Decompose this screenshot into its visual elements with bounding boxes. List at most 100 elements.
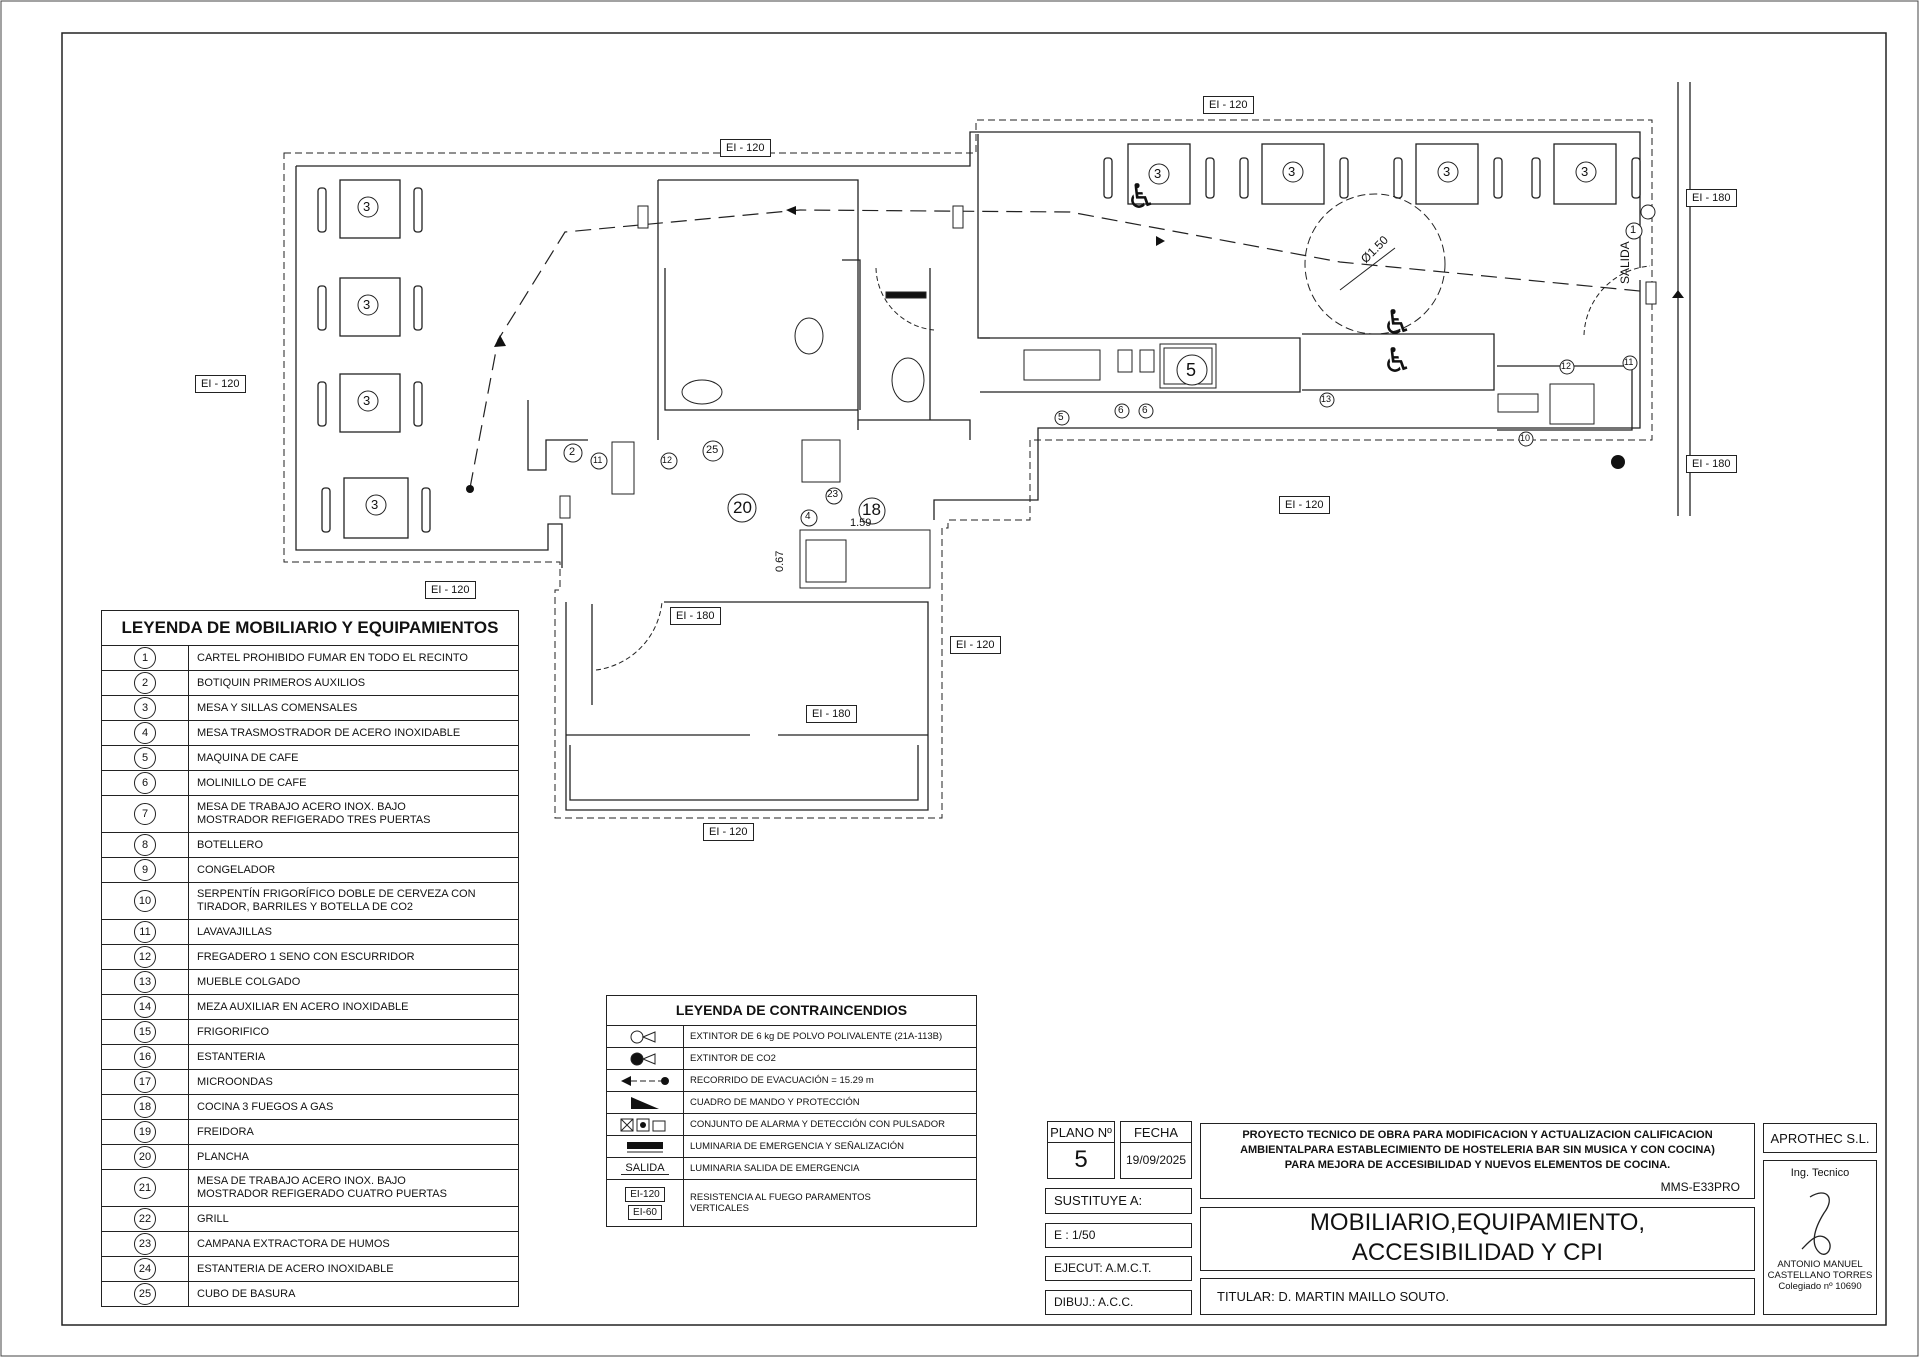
legend-number: 15 bbox=[134, 1021, 156, 1043]
exit-arrow bbox=[1672, 290, 1684, 298]
evacuation-arrow bbox=[786, 206, 796, 215]
project-line: PARA MEJORA DE ACCESIBILIDAD Y NUEVOS EL… bbox=[1284, 1159, 1671, 1171]
legend-text: BOTIQUIN PRIMEROS AUXILIOS bbox=[197, 676, 366, 689]
drawing-title: ACCESIBILIDAD Y CPI bbox=[1351, 1239, 1604, 1266]
legend-number: 24 bbox=[134, 1258, 156, 1280]
fire-legend-text: EXTINTOR DE CO2 bbox=[690, 1053, 776, 1064]
evacuation-arrow bbox=[494, 335, 506, 347]
legend-number: 25 bbox=[134, 1283, 156, 1305]
wall-storage bbox=[566, 604, 928, 736]
counter-depth-label: 0.67 bbox=[774, 550, 786, 572]
door-swing bbox=[875, 267, 935, 331]
executed-label: EJECUT: A.M.C.T. bbox=[1054, 1261, 1152, 1275]
marker-11: 11 bbox=[1624, 357, 1634, 367]
company-name: APROTHEC S.L. bbox=[1770, 1130, 1870, 1146]
furniture-legend-title: LEYENDA DE MOBILIARIO Y EQUIPAMIENTOS bbox=[102, 611, 518, 646]
legend-text: CARTEL PROHIBIDO FUMAR EN TODO EL RECINT… bbox=[197, 651, 468, 664]
legend-number: 20 bbox=[134, 1146, 156, 1168]
control-panel-icon bbox=[607, 1092, 684, 1113]
emergency-luminaire bbox=[559, 205, 1657, 519]
marker-12: 12 bbox=[662, 455, 673, 465]
marker-3: 3 bbox=[371, 497, 379, 512]
marker-11: 11 bbox=[593, 455, 603, 465]
marker-3: 3 bbox=[363, 199, 371, 214]
fire-resistance-tag: EI-120 bbox=[625, 1186, 665, 1202]
marker-5: 5 bbox=[1186, 360, 1197, 380]
fire-resistance-tag: EI-60 bbox=[628, 1204, 662, 1220]
fire-rating-tag: EI - 180 bbox=[806, 705, 857, 723]
legend-text: CONGELADOR bbox=[197, 863, 276, 876]
drawn-label: DIBUJ.: A.C.C. bbox=[1054, 1295, 1134, 1309]
legend-text: CUBO DE BASURA bbox=[197, 1287, 296, 1300]
accessibility-icon: ♿ ♿ ♿ bbox=[1126, 177, 1412, 381]
legend-text: GRILL bbox=[197, 1212, 229, 1225]
fire-rating-tag: EI - 120 bbox=[425, 581, 476, 599]
fire-rating-tag: EI - 120 bbox=[950, 636, 1001, 654]
fire-rating-tag: EI - 120 bbox=[195, 375, 246, 393]
legend-text: ESTANTERIA DE ACERO INOXIDABLE bbox=[197, 1262, 394, 1275]
legend-number: 22 bbox=[134, 1208, 156, 1230]
emergency-light-icon bbox=[607, 1136, 684, 1157]
plan-number-value: 5 bbox=[1074, 1146, 1088, 1173]
wall-outline bbox=[527, 400, 588, 471]
fire-rating-tag: EI - 120 bbox=[703, 823, 754, 841]
wall-restroom bbox=[664, 259, 931, 420]
legend-text: BOTELLERO bbox=[197, 838, 264, 851]
plan-number-box: PLANO Nº 5 bbox=[1047, 1121, 1115, 1179]
equipment bbox=[611, 317, 1595, 589]
svg-text:♿: ♿ bbox=[1382, 341, 1412, 381]
owner-label: TITULAR: D. MARTIN MAILLO SOUTO. bbox=[1217, 1289, 1450, 1304]
marker-1: 1 bbox=[1630, 224, 1637, 236]
legend-number: 9 bbox=[134, 859, 156, 881]
date-label: FECHA bbox=[1121, 1122, 1191, 1143]
legend-number: 18 bbox=[134, 1096, 156, 1118]
drawing-title: MOBILIARIO,EQUIPAMIENTO, bbox=[1309, 1209, 1646, 1236]
marker-6: 6 bbox=[1142, 405, 1148, 416]
marker-5: 5 bbox=[1058, 412, 1064, 423]
legend-number: 16 bbox=[134, 1046, 156, 1068]
fire-legend-text: EXTINTOR DE 6 kg DE POLVO POLIVALENTE (2… bbox=[690, 1031, 943, 1042]
plan-number-label: PLANO Nº bbox=[1048, 1122, 1114, 1143]
legend-text: MEZA AUXILIAR EN ACERO INOXIDABLE bbox=[197, 1000, 409, 1013]
fire-legend-text: CONJUNTO DE ALARMA Y DETECCIÓN CON PULSA… bbox=[690, 1119, 945, 1130]
wall-storage bbox=[569, 745, 919, 801]
legend-text: MUEBLE COLGADO bbox=[197, 975, 301, 988]
replaces-label: SUSTITUYE A: bbox=[1054, 1193, 1143, 1208]
legend-number: 11 bbox=[134, 921, 156, 943]
marker-3: 3 bbox=[1443, 164, 1451, 179]
legend-text: PLANCHA bbox=[197, 1150, 249, 1163]
scale-box: E : 1/50 bbox=[1045, 1223, 1192, 1248]
marker-3: 3 bbox=[1288, 164, 1296, 179]
exit-door-swing bbox=[1583, 265, 1651, 336]
alarm-detection-icon bbox=[607, 1114, 684, 1135]
wall-restroom bbox=[977, 134, 990, 339]
fire-rating-tag: EI - 180 bbox=[1686, 189, 1737, 207]
fire-rating-tag: EI - 180 bbox=[670, 607, 721, 625]
engineer-name: CASTELLANO TORRES bbox=[1767, 1270, 1873, 1281]
legend-text: MESA DE TRABAJO ACERO INOX. BAJO MOSTRAD… bbox=[197, 801, 431, 826]
legend-number: 6 bbox=[134, 772, 156, 794]
table-group-top bbox=[1103, 143, 1641, 205]
evacuation-arrow bbox=[1156, 236, 1165, 246]
legend-text: FRIGORIFICO bbox=[197, 1025, 270, 1038]
signature bbox=[1801, 1192, 1831, 1255]
fire-rating-tag: EI - 120 bbox=[720, 139, 771, 157]
legend-text: SERPENTÍN FRIGORÍFICO DOBLE DE CERVEZA C… bbox=[197, 888, 476, 913]
marker-3: 3 bbox=[363, 297, 371, 312]
evacuation-start-dot bbox=[466, 485, 474, 493]
legend-number: 8 bbox=[134, 834, 156, 856]
wall-storage bbox=[565, 601, 929, 811]
legend-number: 10 bbox=[134, 890, 156, 912]
legend-text: MOLINILLO DE CAFE bbox=[197, 776, 307, 789]
legend-number: 3 bbox=[134, 697, 156, 719]
evacuation-route-icon bbox=[607, 1070, 684, 1091]
date-value: 19/09/2025 bbox=[1125, 1153, 1187, 1167]
legend-number: 4 bbox=[134, 722, 156, 744]
powder-extinguisher-icon bbox=[1640, 204, 1656, 220]
engineer-box: Ing. Tecnico ANTONIO MANUEL CASTELLANO T… bbox=[1763, 1160, 1877, 1315]
legend-text: FREGADERO 1 SENO CON ESCURRIDOR bbox=[197, 950, 415, 963]
co2-extinguisher-icon bbox=[1611, 455, 1625, 469]
